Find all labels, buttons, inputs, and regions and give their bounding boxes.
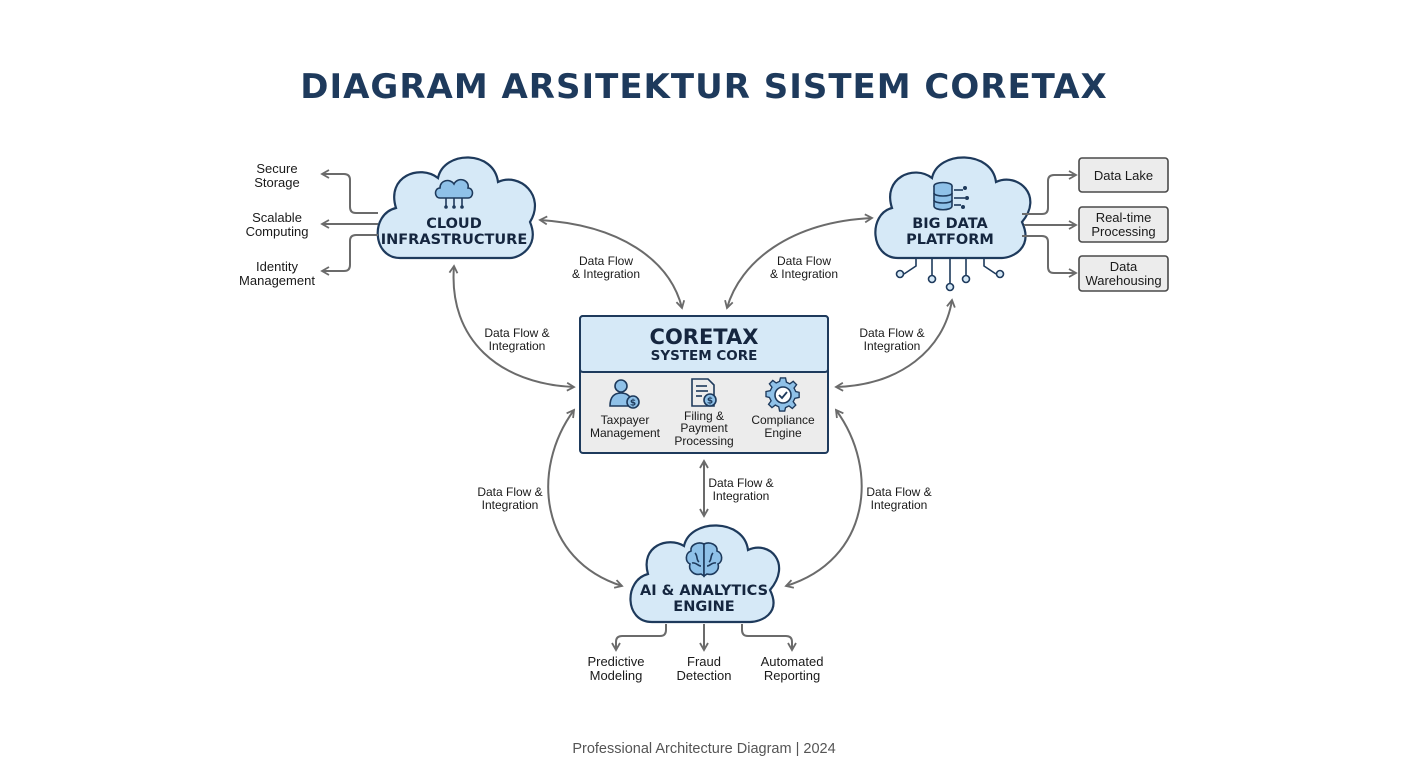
svg-text:Scalable: Scalable bbox=[252, 210, 302, 225]
feature-identity-management: Identity Management bbox=[239, 259, 315, 288]
flow-cloud-core-top bbox=[538, 215, 686, 310]
feature-data-warehousing: Data Warehousing bbox=[1078, 255, 1169, 292]
svg-text:Processing: Processing bbox=[674, 434, 733, 448]
svg-text:Data Flow &: Data Flow & bbox=[708, 476, 773, 490]
database-icon bbox=[933, 181, 969, 211]
cloud-node-title-line1: CLOUD bbox=[426, 216, 482, 232]
svg-text:Engine: Engine bbox=[764, 426, 802, 440]
flow-core-ai-right bbox=[784, 408, 863, 589]
bigdata-node-title-line2: PLATFORM bbox=[906, 232, 994, 248]
svg-text:Computing: Computing bbox=[246, 224, 309, 239]
svg-text:$: $ bbox=[707, 397, 713, 407]
svg-text:& Integration: & Integration bbox=[572, 267, 640, 281]
big-data-platform-node[interactable]: BIG DATA PLATFORM bbox=[874, 156, 1032, 292]
core-subtitle: SYSTEM CORE bbox=[651, 348, 758, 364]
cloud-node-title-line2: INFRASTRUCTURE bbox=[381, 232, 527, 248]
bigdata-node-title-line1: BIG DATA bbox=[912, 216, 988, 232]
svg-text:Data Flow &: Data Flow & bbox=[859, 326, 924, 340]
svg-text:$: $ bbox=[630, 399, 636, 409]
svg-text:Detection: Detection bbox=[677, 668, 732, 683]
footer-caption: Professional Architecture Diagram | 2024 bbox=[572, 741, 835, 757]
flow-bigdata-core-side bbox=[834, 298, 956, 392]
svg-text:Data Flow &: Data Flow & bbox=[477, 485, 542, 499]
feature-predictive-modeling: Predictive Modeling bbox=[587, 654, 644, 683]
svg-text:Data: Data bbox=[1110, 259, 1138, 274]
cloud-feature-branches bbox=[320, 169, 378, 276]
svg-text:Integration: Integration bbox=[482, 498, 539, 512]
feature-fraud-detection: Fraud Detection bbox=[677, 654, 732, 683]
flow-cloud-core-side bbox=[448, 264, 576, 392]
flow-label-cloud-side: Data Flow & Integration bbox=[484, 326, 549, 353]
feature-automated-reporting: Automated Reporting bbox=[761, 654, 824, 683]
ai-node-title-line1: AI & ANALYTICS bbox=[640, 583, 768, 599]
module-filing-payment-processing[interactable]: $ Filing & Payment Processing bbox=[674, 378, 734, 448]
svg-text:Reporting: Reporting bbox=[764, 668, 820, 683]
svg-text:Filing &: Filing & bbox=[684, 409, 724, 423]
ai-node-title-line2: ENGINE bbox=[673, 599, 734, 615]
svg-text:Integration: Integration bbox=[713, 489, 770, 503]
svg-text:Payment: Payment bbox=[680, 421, 728, 435]
svg-text:Management: Management bbox=[239, 273, 315, 288]
bigdata-feature-branches bbox=[1022, 170, 1078, 278]
svg-text:Integration: Integration bbox=[871, 498, 928, 512]
feature-scalable-computing: Scalable Computing bbox=[246, 210, 309, 239]
svg-text:Data Flow &: Data Flow & bbox=[866, 485, 931, 499]
taxpayer-user-icon: $ bbox=[609, 379, 640, 409]
svg-text:Data Lake: Data Lake bbox=[1094, 168, 1153, 183]
svg-text:Warehousing: Warehousing bbox=[1085, 273, 1161, 288]
svg-text:Secure: Secure bbox=[256, 161, 297, 176]
feature-data-lake: Data Lake bbox=[1078, 157, 1169, 193]
feature-secure-storage: Secure Storage bbox=[254, 161, 300, 190]
gear-check-icon bbox=[765, 377, 800, 412]
flow-label-ai-center: Data Flow & Integration bbox=[708, 476, 773, 503]
coretax-system-core[interactable]: CORETAX SYSTEM CORE $ Taxpayer Managemen… bbox=[579, 315, 829, 454]
ai-analytics-engine-node[interactable]: AI & ANALYTICS ENGINE bbox=[629, 524, 781, 624]
feature-realtime-processing: Real-time Processing bbox=[1078, 206, 1169, 243]
svg-text:Storage: Storage bbox=[254, 175, 300, 190]
core-title: CORETAX bbox=[650, 325, 759, 349]
cloud-icon bbox=[434, 178, 474, 209]
flow-label-ai-left: Data Flow & Integration bbox=[477, 485, 542, 512]
flow-label-bigdata-side: Data Flow & Integration bbox=[859, 326, 924, 353]
svg-text:Real-time: Real-time bbox=[1096, 210, 1152, 225]
page-title: DIAGRAM ARSITEKTUR SISTEM CORETAX bbox=[300, 67, 1108, 107]
svg-text:Fraud: Fraud bbox=[687, 654, 721, 669]
flow-label-cloud-top: Data Flow & Integration bbox=[572, 254, 640, 281]
svg-text:Identity: Identity bbox=[256, 259, 298, 274]
flow-bigdata-core-top bbox=[724, 213, 874, 310]
cloud-infrastructure-node[interactable]: CLOUD INFRASTRUCTURE bbox=[376, 156, 537, 260]
svg-text:& Integration: & Integration bbox=[770, 267, 838, 281]
svg-text:Processing: Processing bbox=[1091, 224, 1155, 239]
svg-text:Data Flow: Data Flow bbox=[579, 254, 633, 268]
svg-text:Data Flow: Data Flow bbox=[777, 254, 831, 268]
svg-text:Predictive: Predictive bbox=[587, 654, 644, 669]
circuit-connectors bbox=[895, 258, 1005, 292]
flow-label-ai-right: Data Flow & Integration bbox=[866, 485, 931, 512]
ai-feature-branches bbox=[611, 624, 797, 652]
flow-label-bigdata-top: Data Flow & Integration bbox=[770, 254, 838, 281]
svg-text:Integration: Integration bbox=[864, 339, 921, 353]
brain-icon bbox=[685, 542, 723, 578]
document-payment-icon: $ bbox=[691, 378, 717, 407]
svg-text:Data Flow &: Data Flow & bbox=[484, 326, 549, 340]
svg-text:Taxpayer: Taxpayer bbox=[601, 413, 650, 427]
flow-core-ai-left bbox=[547, 408, 624, 589]
svg-text:Compliance: Compliance bbox=[751, 413, 815, 427]
svg-text:Integration: Integration bbox=[489, 339, 546, 353]
svg-text:Management: Management bbox=[590, 426, 661, 440]
data-flow-arrows bbox=[448, 213, 956, 589]
svg-text:Modeling: Modeling bbox=[590, 668, 643, 683]
svg-text:Automated: Automated bbox=[761, 654, 824, 669]
